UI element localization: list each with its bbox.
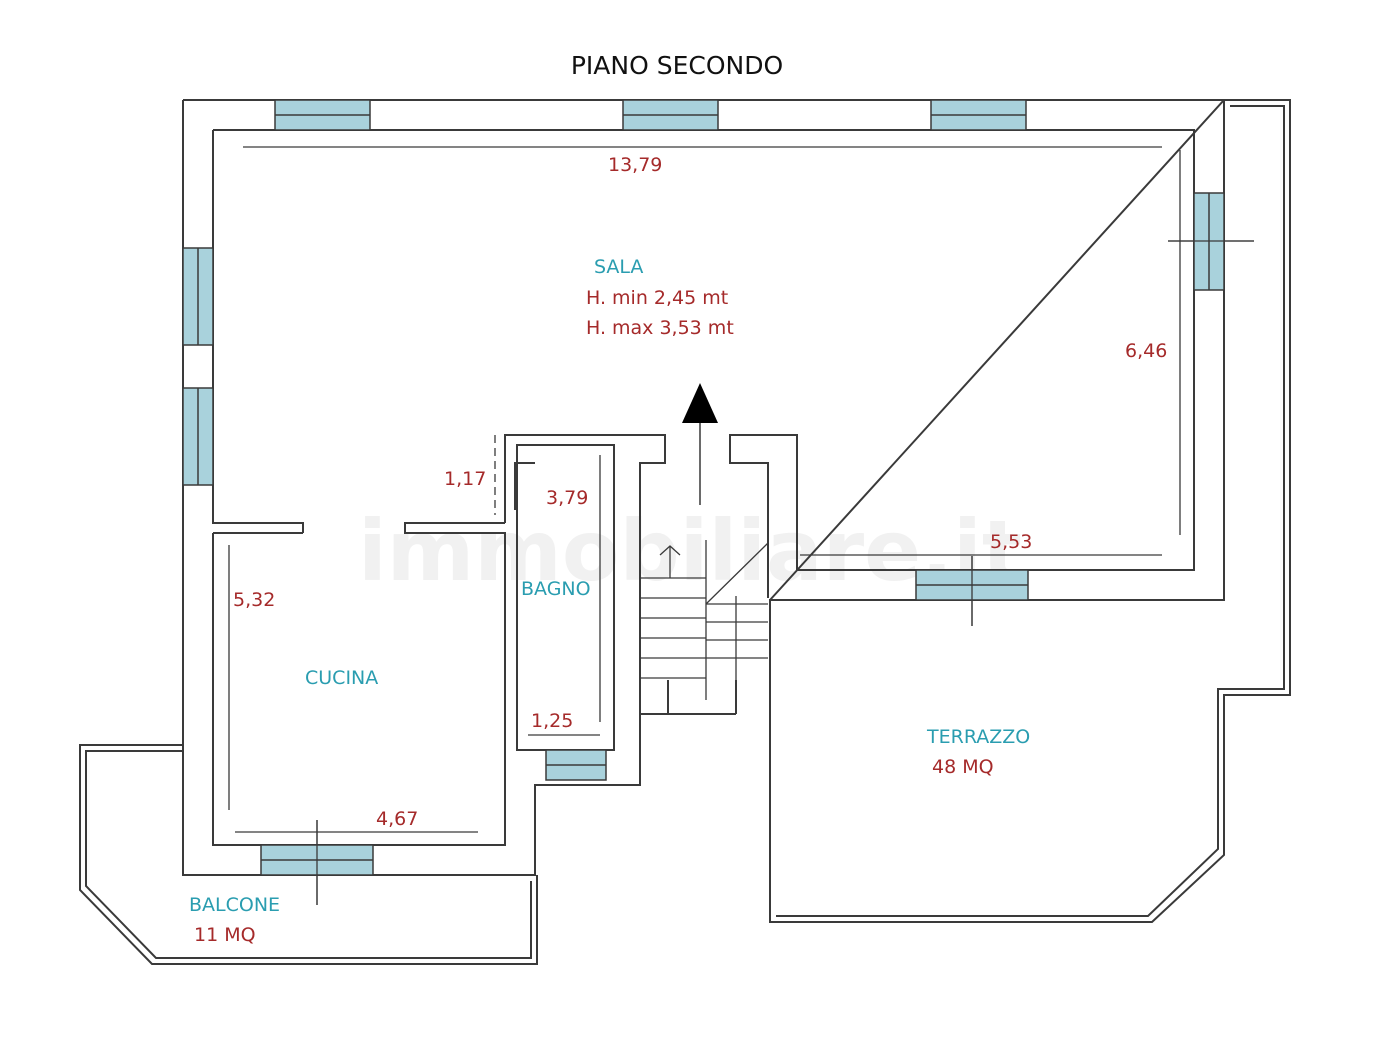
room-label-bagno: BAGNO: [521, 578, 591, 600]
balcone-outline: [79, 744, 538, 965]
dim-bagno-length: 3,79: [546, 487, 588, 509]
dim-passage: 1,17: [444, 468, 486, 490]
sala-height-min: H. min 2,45 mt: [586, 287, 728, 309]
sala-height-max: H. max 3,53 mt: [586, 317, 734, 339]
terrazzo-area: 48 MQ: [932, 756, 994, 778]
north-arrow-icon: [682, 383, 718, 423]
sala-inner-wall-left: [212, 130, 304, 533]
room-label-sala: SALA: [594, 256, 643, 278]
dim-cucina-depth: 5,32: [233, 589, 275, 611]
room-label-balcone: BALCONE: [189, 894, 280, 916]
dim-sala-depth: 6,46: [1125, 340, 1167, 362]
dim-sala-bottom: 5,53: [990, 531, 1032, 553]
dim-bagno-width: 1,25: [531, 710, 573, 732]
room-label-terrazzo: TERRAZZO: [926, 726, 1030, 748]
windows: [182, 99, 1225, 876]
dim-cucina-width: 4,67: [376, 808, 418, 830]
room-label-cucina: CUCINA: [305, 667, 378, 689]
watermark: immobiliare.it: [358, 502, 1022, 600]
plan-title: PIANO SECONDO: [571, 51, 783, 80]
balcone-area: 11 MQ: [194, 924, 256, 946]
dim-sala-width: 13,79: [608, 154, 662, 176]
bagno-walls: [504, 434, 666, 785]
terrazzo-outline: [769, 99, 1291, 923]
